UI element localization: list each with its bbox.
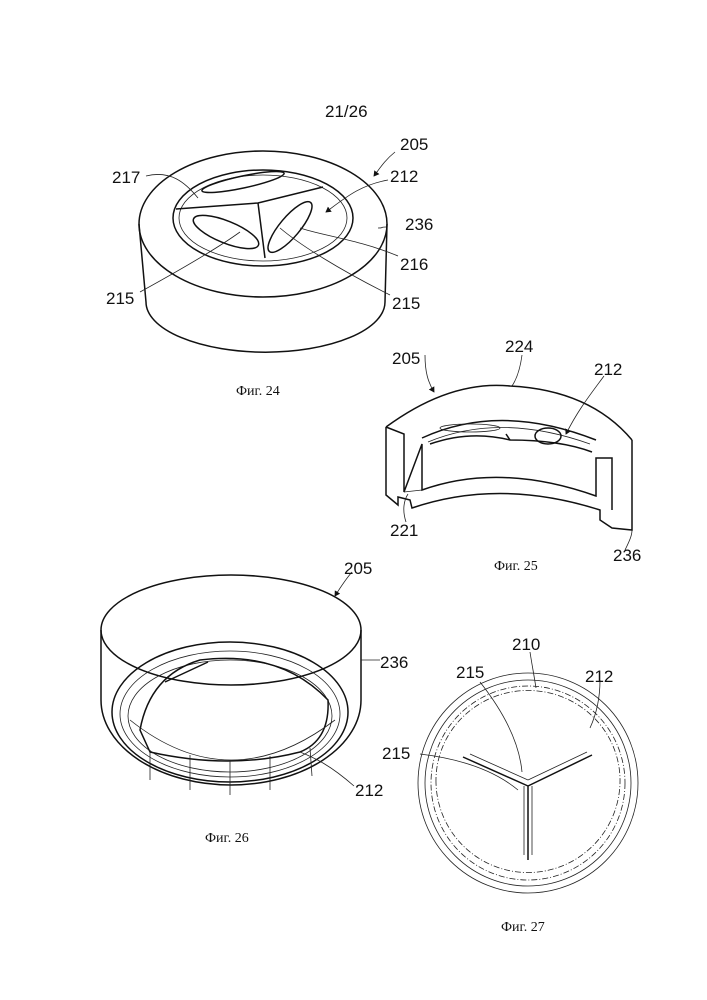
fig24-label-215b: 215: [392, 294, 420, 313]
fig24-label-216: 216: [400, 255, 428, 274]
fig25-label-205: 205: [392, 349, 420, 368]
fig24-label-212: 212: [390, 167, 418, 186]
fig24-label-205: 205: [400, 135, 428, 154]
fig25-label-236: 236: [613, 546, 641, 565]
fig27-label-210: 210: [512, 635, 540, 654]
fig25-caption: Фиг. 25: [494, 559, 538, 574]
fig25-label-212: 212: [594, 360, 622, 379]
fig27-label-215b: 215: [382, 744, 410, 763]
fig27-label-212: 212: [585, 667, 613, 686]
fig24-label-217: 217: [112, 168, 140, 187]
fig26-label-212: 212: [355, 781, 383, 800]
fig25-label-224: 224: [505, 337, 533, 356]
fig27-label-215a: 215: [456, 663, 484, 682]
fig26-label-205: 205: [344, 559, 372, 578]
fig27-caption: Фиг. 27: [501, 920, 545, 935]
figure-26: 205 236 212 Фиг. 26: [101, 559, 408, 846]
figure-25: 205 224 212 221 236 Фиг. 25: [386, 337, 641, 574]
figure-24: 205 217 212 236 216 215 215 Фиг. 24: [106, 135, 433, 399]
fig26-caption: Фиг. 26: [205, 831, 249, 846]
fig26-label-236: 236: [380, 653, 408, 672]
figure-27: 210 215 212 215 Фиг. 27: [382, 635, 638, 935]
fig25-label-221: 221: [390, 521, 418, 540]
fig24-caption: Фиг. 24: [236, 384, 280, 399]
fig24-label-236: 236: [405, 215, 433, 234]
fig24-label-215a: 215: [106, 289, 134, 308]
sheet-number: 21/26: [325, 102, 368, 121]
